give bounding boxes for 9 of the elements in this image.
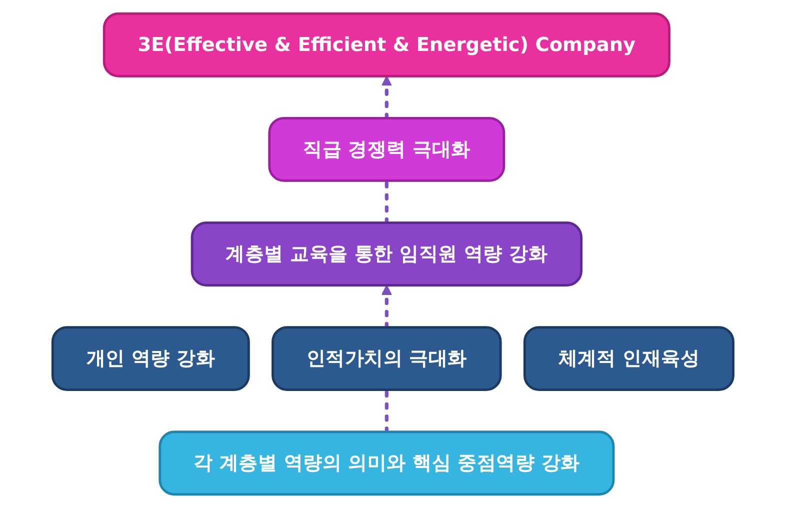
- node-box: 체계적 인재육성: [522, 326, 734, 390]
- node-box: 개인 역량 강화: [50, 326, 250, 390]
- node-box: 인적가치의 극대화: [271, 326, 502, 390]
- node-box: 계층별 교육을 통한 임직원 역량 강화: [190, 221, 582, 286]
- node-box: 각 계층별 역량의 의미와 핵심 중점역량 강화: [158, 430, 614, 496]
- node-box: 직급 경쟁력 극대화: [268, 116, 505, 182]
- arrow: [380, 75, 392, 120]
- arrow: [380, 284, 392, 329]
- node-box: 3E(Effective & Efficient & Energetic) Company: [102, 12, 670, 77]
